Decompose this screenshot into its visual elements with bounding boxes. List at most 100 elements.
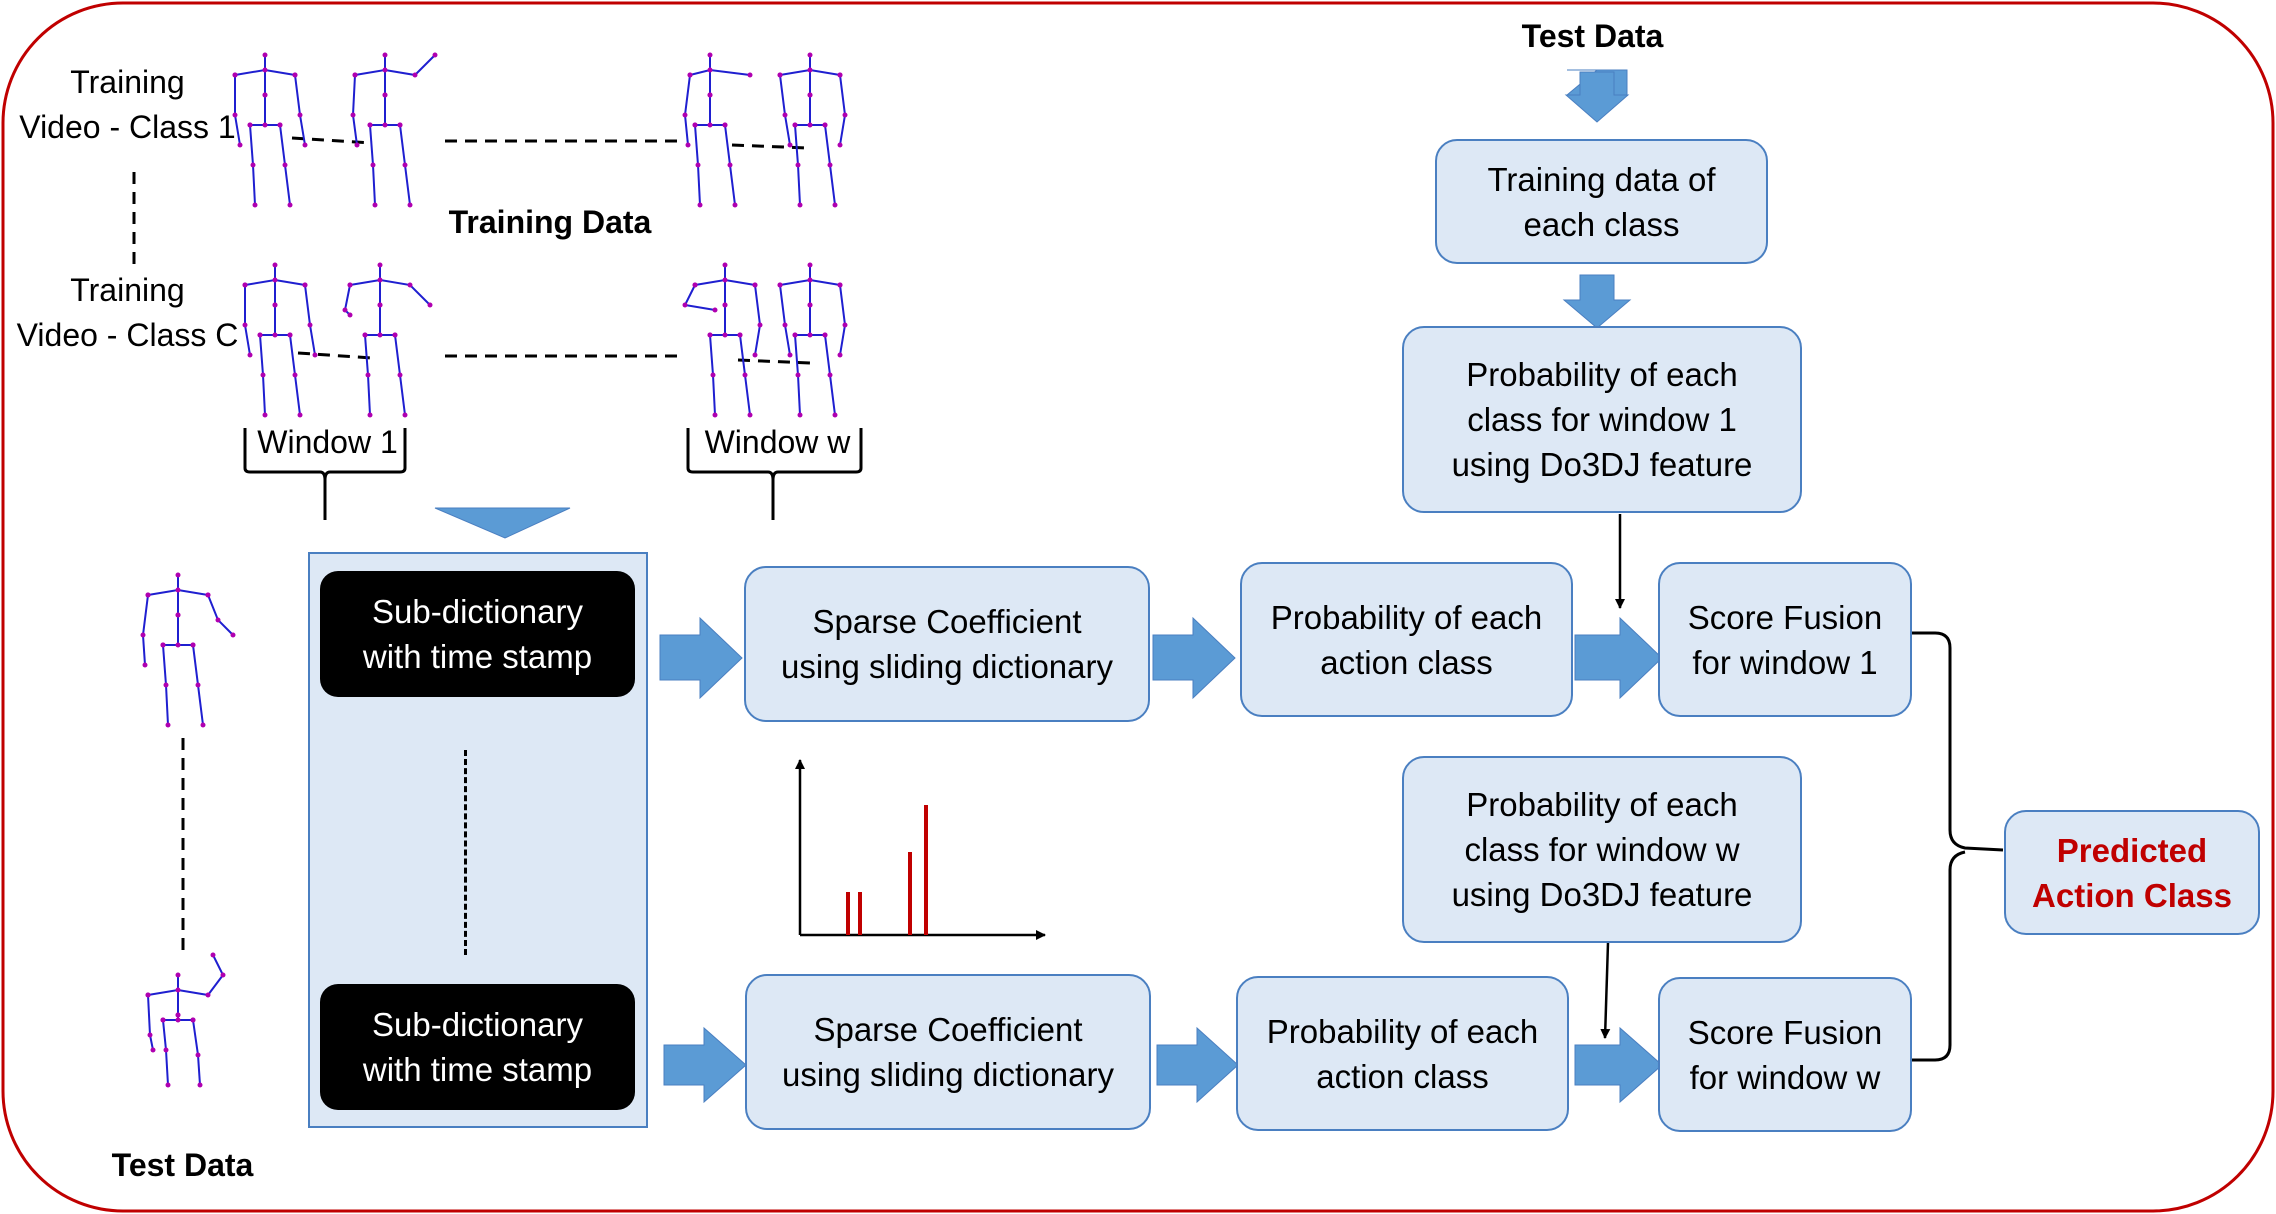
skeleton-joint bbox=[232, 72, 238, 78]
skeleton-joint bbox=[832, 412, 838, 418]
skeleton-joint bbox=[175, 587, 181, 593]
skeleton-joint bbox=[362, 332, 368, 338]
skeleton-joint bbox=[837, 282, 843, 288]
window-w-label: Window w bbox=[704, 424, 851, 460]
predicted-action-class[interactable]: Predicted Action Class bbox=[2004, 810, 2260, 935]
probability-action-top[interactable]: Probability of each action class bbox=[1240, 562, 1573, 717]
skeleton-joint bbox=[722, 277, 728, 283]
skeleton-joint bbox=[165, 1082, 171, 1088]
skeleton-joint bbox=[190, 1017, 196, 1023]
skeleton-joint bbox=[160, 642, 166, 648]
skeleton-joint bbox=[695, 162, 701, 168]
skeleton-joint bbox=[682, 302, 688, 308]
skeleton-joint bbox=[175, 612, 181, 618]
skeleton-joint bbox=[687, 72, 693, 78]
training-data-label: Training Data bbox=[448, 204, 652, 240]
skeleton-joint bbox=[822, 332, 828, 338]
skeleton-joint bbox=[215, 617, 221, 623]
connector-arrows bbox=[1600, 514, 1625, 1039]
skeleton-joint bbox=[827, 372, 833, 378]
skeleton-joint bbox=[195, 1052, 201, 1058]
skeleton-joint bbox=[262, 122, 268, 128]
sparse-coefficient-top[interactable]: Sparse Coefficient using sliding diction… bbox=[744, 566, 1150, 722]
skeleton-joint bbox=[427, 302, 433, 308]
sub-dictionary-top[interactable]: Sub-dictionary with time stamp bbox=[320, 571, 635, 697]
skeleton-joint bbox=[827, 162, 833, 168]
score-fusion-window1-text: Score Fusion for window 1 bbox=[1687, 598, 1883, 681]
skeleton-joint bbox=[195, 682, 201, 688]
skeleton-joint bbox=[382, 67, 388, 73]
skeleton-joint bbox=[692, 122, 698, 128]
skeleton-joint bbox=[287, 202, 293, 208]
skeleton-joint bbox=[354, 142, 360, 148]
skeleton-joint bbox=[757, 322, 763, 328]
skeleton-joint bbox=[402, 162, 408, 168]
score-fusion-windoww[interactable]: Score Fusion for window w bbox=[1658, 977, 1912, 1132]
skeleton-joint bbox=[150, 1047, 156, 1053]
probability-windoww-do3dj[interactable]: Probability of each class for window w u… bbox=[1402, 756, 1802, 943]
skeleton-joint bbox=[685, 142, 691, 148]
skeleton-joint bbox=[807, 52, 813, 58]
panel-dashed-line bbox=[464, 750, 467, 955]
skeleton-joint bbox=[432, 52, 438, 58]
skeleton-joint bbox=[777, 72, 783, 78]
skeleton-joint bbox=[262, 92, 268, 98]
skeleton-joint bbox=[782, 322, 788, 328]
probability-window1-do3dj-text: Probability of each class for window 1 u… bbox=[1451, 356, 1753, 483]
skeleton-joint bbox=[692, 282, 698, 288]
skeleton-joint bbox=[722, 122, 728, 128]
skeleton-joint bbox=[200, 722, 206, 728]
skeleton-joint bbox=[722, 302, 728, 308]
skeleton-joint bbox=[312, 352, 318, 358]
skeleton-joint bbox=[145, 592, 151, 598]
brace-icon bbox=[243, 428, 863, 520]
test-data-top-label: Test Data bbox=[1521, 18, 1664, 54]
training-video-classC-label: Training Video - Class C bbox=[16, 272, 239, 353]
skeleton-joint bbox=[742, 372, 748, 378]
skeleton-joint bbox=[682, 112, 688, 118]
skeleton-joint bbox=[707, 67, 713, 73]
probability-action-bottom[interactable]: Probability of each action class bbox=[1236, 976, 1569, 1131]
test-data-left-label: Test Data bbox=[111, 1147, 254, 1183]
training-data-each-class[interactable]: Training data of each class bbox=[1435, 139, 1768, 264]
sub-dictionary-bottom[interactable]: Sub-dictionary with time stamp bbox=[320, 984, 635, 1110]
probability-window1-do3dj[interactable]: Probability of each class for window 1 u… bbox=[1402, 326, 1802, 513]
skeleton-joint bbox=[382, 122, 388, 128]
skeleton-joint bbox=[807, 122, 813, 128]
skeleton-joint bbox=[230, 632, 236, 638]
skeleton-joint bbox=[210, 952, 216, 958]
skeleton-joint bbox=[250, 162, 256, 168]
skeleton-icon bbox=[140, 52, 848, 1088]
skeleton-joint bbox=[707, 52, 713, 58]
skeleton-joint bbox=[792, 332, 798, 338]
skeleton-joint bbox=[347, 312, 353, 318]
skeleton-joint bbox=[160, 1017, 166, 1023]
skeleton-joint bbox=[272, 332, 278, 338]
skeleton-joint bbox=[145, 992, 151, 998]
skeleton-joint bbox=[272, 262, 278, 268]
skeleton-joint bbox=[722, 262, 728, 268]
sparse-coefficient-bottom[interactable]: Sparse Coefficient using sliding diction… bbox=[745, 974, 1151, 1130]
skeleton-joint bbox=[252, 202, 258, 208]
sub-dictionary-bottom-text: Sub-dictionary with time stamp bbox=[362, 1006, 593, 1088]
probability-windoww-do3dj-text: Probability of each class for window w u… bbox=[1451, 786, 1753, 913]
skeleton-joint bbox=[190, 642, 196, 648]
skeleton-joint bbox=[297, 112, 303, 118]
skeleton-joint bbox=[787, 142, 793, 148]
skeleton-joint bbox=[197, 1082, 203, 1088]
skeleton-joint bbox=[397, 372, 403, 378]
skeleton-joint bbox=[262, 67, 268, 73]
skeleton-joint bbox=[752, 282, 758, 288]
skeleton-joint bbox=[777, 282, 783, 288]
skeleton-joint bbox=[242, 322, 248, 328]
score-fusion-window1[interactable]: Score Fusion for window 1 bbox=[1658, 562, 1912, 717]
skeleton-joint bbox=[292, 72, 298, 78]
skeleton-joint bbox=[370, 162, 376, 168]
block-arrow-icon bbox=[434, 69, 1663, 1104]
skeleton-joint bbox=[247, 352, 253, 358]
skeleton-joint bbox=[392, 332, 398, 338]
sparse-coefficient-top-text: Sparse Coefficient using sliding diction… bbox=[780, 603, 1113, 685]
skeleton-joint bbox=[397, 122, 403, 128]
